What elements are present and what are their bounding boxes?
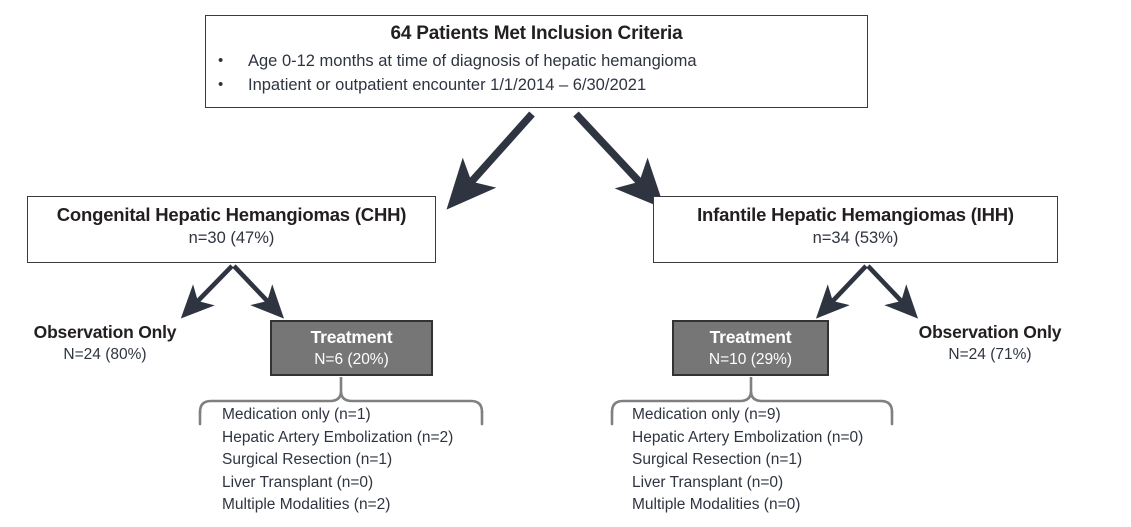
observation-only-chh: Observation Only N=24 (80%) <box>5 320 205 365</box>
treatment-box-ihh-title: Treatment <box>709 327 792 347</box>
bullet-icon: • <box>218 52 224 69</box>
modality-item: Multiple Modalities (n=0) <box>632 496 801 513</box>
arrow-top-to-ihh <box>573 111 665 210</box>
inclusion-criteria-list: • Age 0-12 months at time of diagnosis o… <box>206 49 867 97</box>
inclusion-criteria-item-text: Inpatient or outpatient encounter 1/1/20… <box>248 76 647 94</box>
group-box-chh: Congenital Hepatic Hemangiomas (CHH) n=3… <box>27 196 436 263</box>
treatment-box-ihh: Treatment N=10 (29%) <box>672 320 829 376</box>
modality-item: Liver Transplant (n=0) <box>632 473 784 491</box>
modality-item: Liver Transplant (n=0) <box>222 473 374 491</box>
observation-only-chh-title: Observation Only <box>33 322 177 342</box>
arrow-ihh-to-observation <box>866 264 919 319</box>
inclusion-criteria-item: • Inpatient or outpatient encounter 1/1/… <box>206 73 867 97</box>
inclusion-criteria-item: • Age 0-12 months at time of diagnosis o… <box>206 49 867 73</box>
modality-item: Surgical Resection (n=1) <box>632 451 803 468</box>
bullet-icon: • <box>218 76 224 93</box>
observation-only-chh-count: N=24 (80%) <box>63 346 147 363</box>
inclusion-criteria-title: 64 Patients Met Inclusion Criteria <box>390 23 683 44</box>
observation-only-ihh-title: Observation Only <box>918 322 1062 342</box>
group-title-chh: Congenital Hepatic Hemangiomas (CHH) <box>56 204 407 225</box>
arrow-chh-to-observation <box>180 264 234 319</box>
modality-item: Surgical Resection (n=1) <box>222 451 393 468</box>
group-title-ihh: Infantile Hepatic Hemangiomas (IHH) <box>697 204 1014 225</box>
treatment-box-chh-count: N=6 (20%) <box>314 351 389 368</box>
group-box-ihh: Infantile Hepatic Hemangiomas (IHH) n=34… <box>653 196 1058 263</box>
modality-list-chh: Medication only (n=1) Hepatic Artery Emb… <box>222 404 453 517</box>
arrow-chh-to-treatment <box>232 264 285 319</box>
modality-item: Hepatic Artery Embolization (n=0) <box>632 428 864 446</box>
observation-only-ihh: Observation Only N=24 (71%) <box>890 320 1090 365</box>
observation-only-ihh-count: N=24 (71%) <box>948 346 1032 363</box>
inclusion-criteria-box: 64 Patients Met Inclusion Criteria • Age… <box>205 15 868 108</box>
treatment-box-chh: Treatment N=6 (20%) <box>270 320 433 376</box>
modality-list-ihh: Medication only (n=9) Hepatic Artery Emb… <box>632 404 863 517</box>
group-count-ihh: n=34 (53%) <box>812 229 899 247</box>
treatment-box-chh-title: Treatment <box>310 327 393 347</box>
group-count-chh: n=30 (47%) <box>188 229 275 247</box>
modality-item: Medication only (n=1) <box>222 406 371 423</box>
treatment-box-ihh-count: N=10 (29%) <box>708 351 793 368</box>
inclusion-criteria-item-text: Age 0-12 months at time of diagnosis of … <box>248 52 697 70</box>
arrow-ihh-to-treatment <box>815 264 868 319</box>
modality-item: Multiple Modalities (n=2) <box>222 496 391 513</box>
modality-item: Medication only (n=9) <box>632 406 781 423</box>
modality-item: Hepatic Artery Embolization (n=2) <box>222 428 454 446</box>
arrow-top-to-chh <box>446 111 535 210</box>
